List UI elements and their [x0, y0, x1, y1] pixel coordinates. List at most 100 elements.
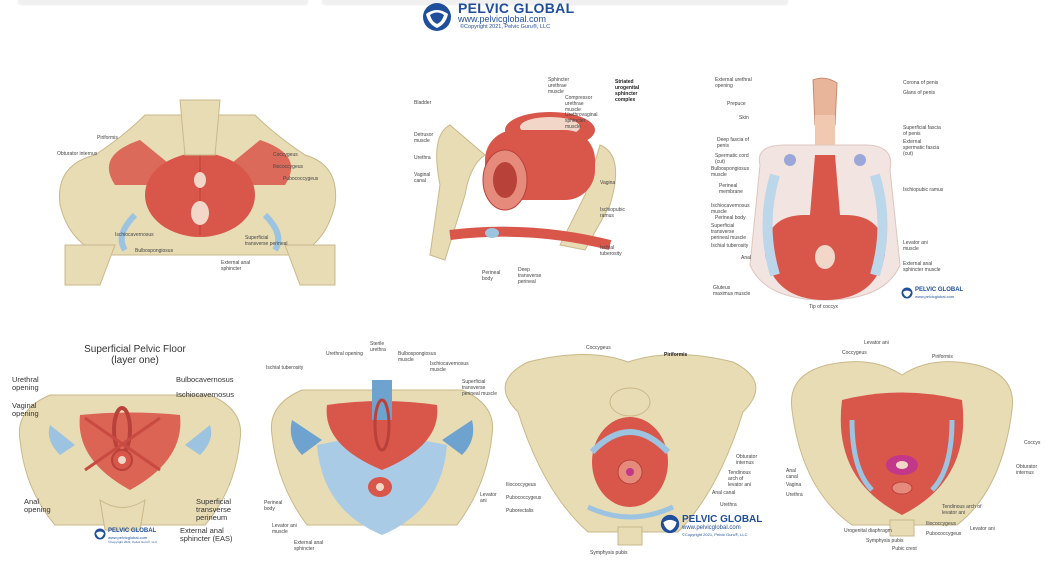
label-sterile-urethra: Sterile urethra — [370, 341, 386, 353]
mini-logo-copyright: ©Copyright 2021, Pelvic Guru®, LLC — [682, 532, 748, 537]
panel-title-line1: Superficial Pelvic Floor — [84, 344, 186, 355]
label-coccygeus-p6: Coccygeus — [586, 345, 611, 351]
label-anal: Anal — [741, 255, 752, 261]
label-prepuce: Prepuce — [727, 101, 746, 107]
label-perineal-body-male: Perineal body — [715, 215, 746, 221]
label-superficial-transverse-perineal: Superficial transverse perineal — [245, 235, 288, 247]
label-iliococcygeus-p6: Iliococcygeus — [506, 482, 537, 488]
label-levator-ani-group-p6: Levator ani — [480, 492, 497, 504]
label-ischiopubic-ramus-male: Ischiopubic ramus — [903, 187, 944, 193]
label-anal-canal-p6: Anal canal — [712, 490, 736, 496]
mini-logo-p4: PELVIC GLOBAL www.pelvicglobal.com ©Copy… — [94, 528, 164, 544]
mini-logo-url: www.pelvicglobal.com — [915, 294, 955, 299]
mini-logo-url: www.pelvicglobal.com — [108, 535, 148, 540]
pelvic-global-logo: PELVIC GLOBAL www.pelvicglobal.com ©Copy… — [420, 0, 590, 34]
label-spermatic-cord: Spermatic cord (cut) — [715, 153, 749, 165]
pelvis-illustration-5 — [270, 380, 494, 535]
label-bladder: Bladder — [414, 100, 432, 106]
label-iliococcygeus-p7: Iliococcygeus — [926, 521, 957, 527]
label-urethra-p6: Urethra — [720, 502, 737, 508]
label-deep-fascia: Deep fascia of penis — [717, 137, 749, 149]
label-levator-ani-p7: Levator ani — [864, 340, 889, 346]
label-perineal-body-p5: Perineal body — [264, 500, 283, 512]
pelvis-illustration-2 — [429, 112, 617, 261]
label-glans-penis: Glans of penis — [903, 90, 935, 96]
label-urethrovaginal-sphincter: Urethrovaginal sphincter muscle — [565, 112, 598, 130]
label-superficial-fascia: Superficial fascia of penis — [903, 125, 941, 137]
label-pubococcygeus: Pubococcygeus — [283, 176, 319, 182]
label-urethral-opening: Urethral opening — [12, 375, 39, 392]
panel-deep-pelvic-floor[interactable]: Coccygeus Piriformis Obturator internus … — [478, 342, 783, 560]
label-anal-opening: Anal opening — [24, 497, 51, 514]
mini-logo-icon — [901, 287, 913, 299]
label-external-anal-sphincter-eas: External anal sphincter (EAS) — [180, 526, 233, 543]
panel-title-superficial: Superficial Pelvic Floor (layer one) — [60, 344, 210, 366]
label-bulbospongiosus-p5: Bulbospongiosus muscle — [398, 351, 437, 363]
label-corona-penis: Corona of penis — [903, 80, 939, 86]
pelvis-illustration-7 — [790, 361, 1014, 537]
label-puborectalis-p6: Puborectalis — [506, 508, 534, 514]
mini-logo-title: PELVIC GLOBAL — [682, 514, 763, 525]
top-card-left — [18, 0, 308, 4]
label-coccygeus: Coccygeus — [273, 152, 298, 158]
label-piriformis-p6: Piriformis — [664, 352, 688, 358]
label-obturator-internus: Obturator internus — [57, 151, 98, 157]
label-external-anal-sphincter: External anal sphincter — [221, 260, 251, 272]
label-piriformis: Piriformis — [97, 135, 118, 141]
label-vagina: Vagina — [600, 180, 616, 186]
pelvis-illustration-4 — [18, 394, 242, 531]
label-levator-ani-group-p7: Levator ani — [970, 526, 995, 532]
label-gluteus-maximus: Gluteus maximus muscle — [713, 285, 751, 297]
label-compressor-urethrae: Compressor urethrae muscle — [565, 95, 593, 113]
label-perineal-membrane: Perineal membrane — [719, 183, 743, 195]
panel-superficial-pelvic-floor[interactable]: Superficial Pelvic Floor (layer one) Ure… — [10, 340, 250, 550]
label-ischiocavernosus: Ischiocavernosus — [115, 232, 154, 238]
label-sphincter-urethrae: Sphincter urethrae muscle — [548, 77, 570, 95]
label-coccygeus-p7: Coccygeus — [842, 350, 867, 356]
panel-title-line2: (layer one) — [111, 355, 159, 366]
panel-levator-ani[interactable]: Levator ani Coccygeus Piriformis Coccyx … — [782, 340, 1050, 555]
label-urethra-p7: Urethra — [786, 492, 803, 498]
label-urethral-opening-p5: Urethral opening — [326, 351, 363, 357]
label-superficial-transverse-perineum: Superficial transverse perineum — [196, 497, 232, 522]
label-deep-transverse-perineal: Deep transverse perineal — [518, 267, 542, 285]
label-bulbospongiosus-male: Bulbospongiosus muscle — [711, 166, 750, 178]
panel-urogenital-sphincter[interactable]: Sphincter urethrae muscle Striated uroge… — [410, 75, 650, 290]
label-vaginal-opening: Vaginal opening — [12, 401, 39, 418]
label-piriformis-p7: Piriformis — [932, 354, 953, 360]
label-urogenital-diaphragm: Urogenital diaphragm — [844, 528, 892, 534]
pelvis-logo-icon — [423, 3, 451, 31]
mini-logo-p3: PELVIC GLOBAL www.pelvicglobal.com — [901, 287, 964, 303]
mini-logo-title: PELVIC GLOBAL — [915, 287, 964, 293]
label-symphysis-pubis-p6: Symphysis pubis — [590, 550, 628, 556]
label-pubococcygeus-p7: Pubococcygeus — [926, 531, 962, 537]
mini-logo-icon — [660, 514, 680, 534]
label-ischial-tuberosity-male: Ischial tuberosity — [711, 243, 749, 249]
brand-url: www.pelvicglobal.com — [458, 14, 547, 24]
label-skin: Skin — [739, 115, 749, 121]
label-tendinous-arch-p7: Tendinous arch of levator ani — [942, 504, 982, 516]
panel-perineal-muscles[interactable]: Ischial tuberosity Urethral opening Ster… — [262, 335, 502, 555]
label-ischiocavernosus-p4: Ischiocavernosus — [176, 390, 234, 399]
label-tendinous-arch-p6: Tendinous arch of levator ani — [728, 470, 752, 488]
label-symphysis-pubis-p7: Symphysis pubis — [866, 538, 904, 544]
brand-title: PELVIC GLOBAL — [458, 0, 575, 16]
label-pubococcygeus-p6: Pubococcygeus — [506, 495, 542, 501]
panel-male-perineum[interactable]: External urethral opening Corona of peni… — [705, 75, 963, 315]
label-bulbospongiosus: Bulbospongiosus — [135, 248, 174, 254]
label-external-urethral-opening: External urethral opening — [715, 77, 752, 89]
panel-pelvic-floor-muscles[interactable]: Piriformis Obturator internus Coccygeus … — [55, 95, 345, 286]
pelvis-illustration-3 — [749, 77, 901, 301]
mini-logo-icon — [94, 528, 106, 540]
label-levator-ani-male: Levator ani muscle — [903, 240, 928, 252]
label-superficial-transverse-male: Superficial transverse perineal muscle — [711, 223, 747, 241]
top-card-right — [322, 0, 788, 4]
label-external-anal-sphincter-p5: External anal sphincter — [294, 540, 324, 552]
label-iliococcygeus: Iliococcygeus — [273, 164, 304, 170]
label-levator-ani-p5: Levator ani muscle — [272, 523, 297, 535]
label-obturator-internus-p6: Obturator internus — [736, 454, 758, 466]
pelvis-illustration-1 — [58, 99, 337, 286]
mini-logo-p6: PELVIC GLOBAL www.pelvicglobal.com ©Copy… — [660, 514, 770, 540]
label-superficial-transverse-p5: Superficial transverse perineal muscle — [462, 379, 498, 397]
label-detrusor: Detrusor muscle — [414, 132, 434, 144]
